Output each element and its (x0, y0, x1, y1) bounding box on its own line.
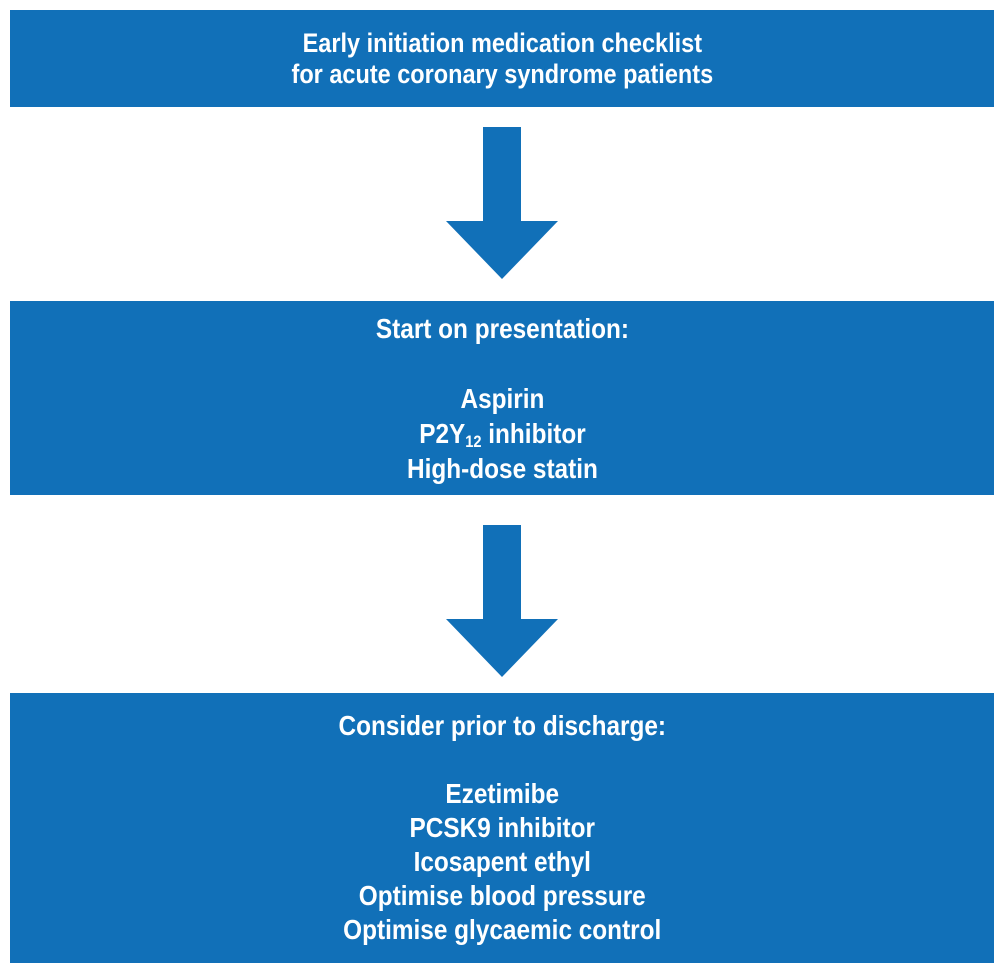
checklist-item: Aspirin (460, 382, 544, 414)
box-heading: Consider prior to discharge: (338, 710, 666, 741)
checklist-item: Optimise glycaemic control (342, 914, 662, 945)
title-box: Early initiation medication checklist fo… (10, 10, 994, 107)
title-text: Early initiation medication checklist fo… (291, 28, 713, 90)
checklist-item: Optimise blood pressure (358, 880, 646, 911)
checklist-item: Icosapent ethyl (413, 846, 591, 877)
checklist-item: High-dose statin (406, 452, 598, 484)
title-line-2: for acute coronary syndrome patients (291, 58, 713, 89)
checklist-item: P2Y12 inhibitor (418, 417, 586, 452)
checklist-item: Ezetimibe (445, 778, 559, 809)
box-heading: Start on presentation: (375, 312, 629, 344)
title-line-1: Early initiation medication checklist (302, 27, 702, 58)
down-arrow-icon (446, 525, 558, 677)
down-arrow-icon (446, 127, 558, 279)
checklist-item: PCSK9 inhibitor (409, 812, 595, 843)
